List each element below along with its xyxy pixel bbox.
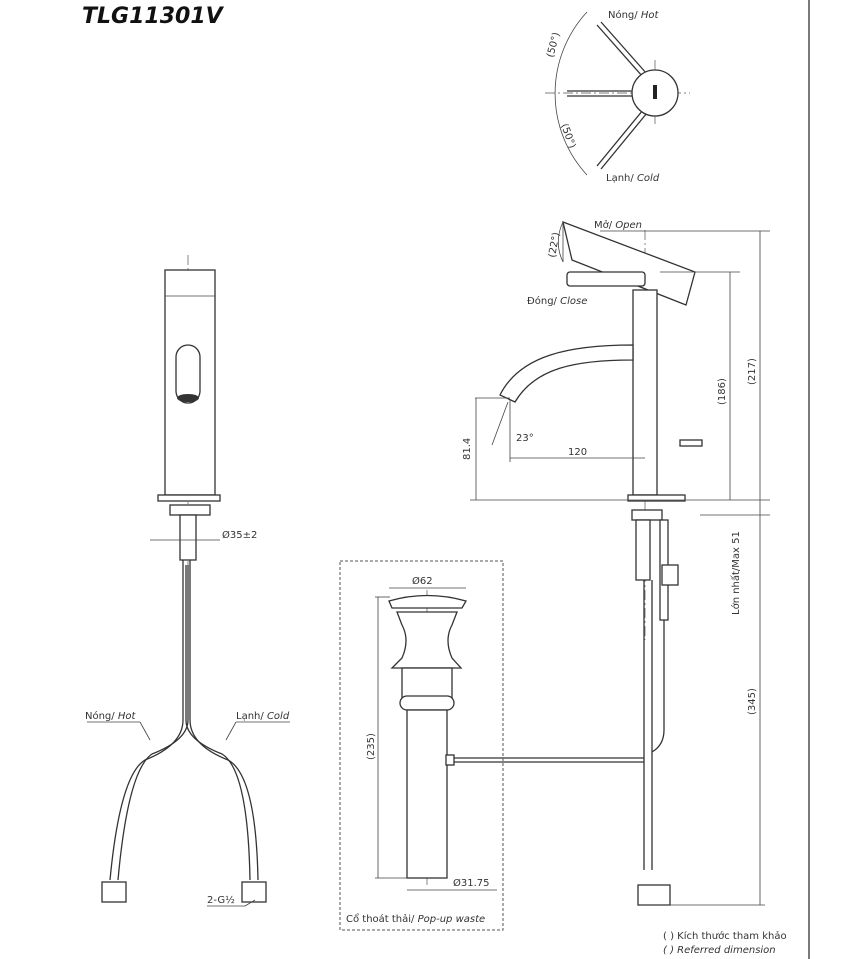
spout: [499, 344, 634, 403]
angle-cold: (50°): [558, 122, 577, 150]
rotation-arc: [554, 11, 588, 176]
front-view: Ø35±2 Nóng/ Hot Lạnh/ Cold 2-G½: [85, 255, 290, 907]
svg-text:Lạnh/ Cold: Lạnh/ Cold: [606, 173, 660, 184]
svg-text:Nóng/ Hot: Nóng/ Hot: [85, 710, 136, 722]
svg-text:120: 120: [568, 447, 587, 458]
handle-closed: [566, 271, 646, 287]
tailpipe: [406, 709, 448, 879]
svg-text:(22°): (22°): [547, 231, 562, 258]
hose-hot: [109, 560, 184, 881]
nut-hot: [101, 881, 127, 903]
side-view: (22°) (217) (186) 81.4 23° 120 Mở/ Open …: [452, 219, 770, 906]
popup-flange: [388, 594, 467, 609]
svg-text:Lạnh/ Cold: Lạnh/ Cold: [236, 711, 290, 722]
svg-text:Cổ thoát thải/ Pop-up waste: Cổ thoát thải/ Pop-up waste: [346, 912, 485, 925]
angle-hot: (50°): [545, 31, 562, 59]
svg-text:Ø31.75: Ø31.75: [453, 877, 490, 889]
legend: ( ) Kích thước tham khảo ( ) Referred di…: [663, 930, 787, 956]
svg-text:(235): (235): [366, 733, 377, 760]
popup-frame: [339, 560, 504, 931]
popup-knob: [679, 439, 703, 447]
svg-text:( ) Kích thước tham khảo: ( ) Kích thước tham khảo: [663, 930, 787, 942]
svg-text:Ø62: Ø62: [412, 575, 433, 587]
svg-text:Đóng/ Close: Đóng/ Close: [527, 295, 587, 307]
svg-text:(186): (186): [717, 378, 728, 405]
svg-text:Ø35±2: Ø35±2: [222, 529, 257, 541]
svg-text:(217): (217): [747, 358, 758, 385]
spout-opening: [175, 344, 201, 404]
svg-text:(345): (345): [747, 688, 758, 715]
top-view: Nóng/ Hot Lạnh/ Cold (50°) (50°): [545, 9, 690, 184]
svg-text:Lớn nhất/Max 51: Lớn nhất/Max 51: [730, 531, 742, 615]
model-title: TLG11301V: [82, 4, 225, 29]
nut-cold: [241, 881, 267, 903]
base: [627, 494, 686, 502]
svg-text:Nóng/ Hot: Nóng/ Hot: [608, 9, 659, 21]
handle-open: [562, 220, 696, 306]
popup-waste: Ø62 (235) Ø31.75 Cổ thoát thải/ Pop-up w…: [339, 560, 504, 931]
svg-text:23°: 23°: [516, 433, 534, 444]
svg-text:( ) Referred dimension: ( ) Referred dimension: [663, 945, 776, 956]
faucet-body: [632, 289, 658, 496]
svg-text:Mở/ Open: Mở/ Open: [594, 219, 642, 231]
svg-text:2-G½: 2-G½: [207, 894, 235, 906]
hose-nut: [637, 884, 671, 906]
svg-text:81.4: 81.4: [462, 438, 473, 460]
